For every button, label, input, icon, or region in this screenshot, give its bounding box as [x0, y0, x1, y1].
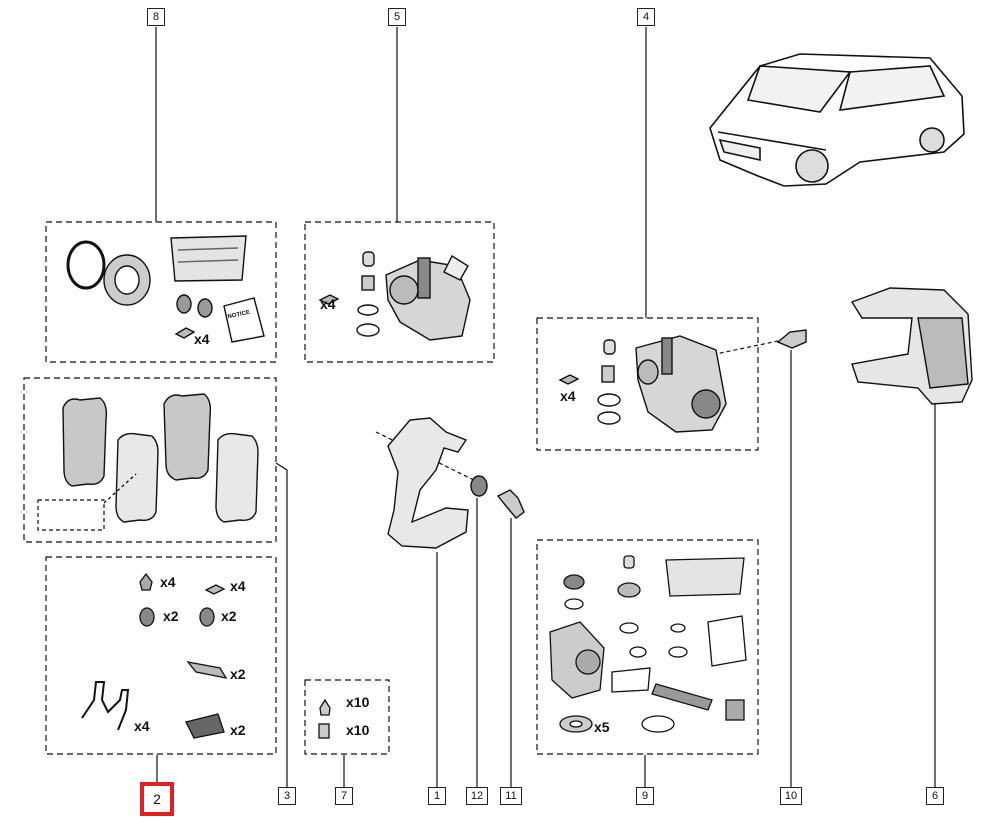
kit2-nut-icon — [139, 572, 153, 591]
kit2-wire-spring-icon — [81, 681, 130, 731]
part-11-bolt — [496, 489, 525, 519]
callout-6[interactable]: 6 — [926, 787, 944, 805]
pad-right-b — [215, 432, 259, 523]
pad-subbox — [37, 499, 105, 531]
pad-right-a — [163, 393, 212, 481]
kit5-spring — [361, 275, 375, 291]
axis-line-2 — [705, 340, 779, 357]
callout-12[interactable]: 12 — [466, 787, 488, 805]
callout-11[interactable]: 11 — [500, 787, 522, 805]
callout-4[interactable]: 4 — [637, 8, 655, 26]
qty-kit2-cap-a: x2 — [163, 608, 179, 624]
qty-kit5-bolts: x4 — [320, 296, 336, 312]
callout-10[interactable]: 10 — [780, 787, 802, 805]
van-illustration — [709, 53, 965, 187]
qty-kit2-pad: x2 — [230, 722, 246, 738]
callout-9[interactable]: 9 — [636, 787, 654, 805]
kit5-parts — [318, 251, 471, 341]
qty-kit2-spring-plate: x2 — [230, 666, 246, 682]
kit-box-7 — [304, 679, 390, 755]
pad-left-b — [115, 432, 159, 523]
kit-box-4 — [536, 317, 759, 451]
kit4-washer-a — [597, 393, 621, 407]
kit2-parts — [81, 572, 228, 739]
kit8-cap-b — [197, 298, 213, 318]
seal-ring — [66, 240, 106, 290]
qty-kit2-nut: x4 — [160, 574, 176, 590]
kit9-grease-sachet — [665, 557, 745, 597]
kit8-cap-a — [176, 294, 192, 314]
notice-booklet — [223, 297, 265, 343]
kit5-bleed-screw — [362, 251, 375, 267]
kit4-spring — [601, 365, 615, 383]
kit9-parts — [549, 555, 747, 733]
kit7-cap-icon — [319, 698, 331, 716]
loose-parts — [387, 287, 973, 549]
kit-box-9 — [536, 539, 759, 755]
qty-kit2-cap-b: x2 — [221, 608, 237, 624]
callout-5[interactable]: 5 — [388, 8, 406, 26]
kit4-parts — [558, 335, 727, 433]
kit3-pads — [62, 393, 259, 523]
callout-1[interactable]: 1 — [428, 787, 446, 805]
qty-kit2-wire-spring: x4 — [134, 718, 150, 734]
grease-sachet — [170, 235, 247, 282]
callout-7[interactable]: 7 — [335, 787, 353, 805]
qty-kit7-sleeve: x10 — [346, 722, 370, 738]
qty-kit2-clip: x4 — [230, 578, 246, 594]
part-12-cap — [470, 475, 488, 497]
kit9-booklet — [707, 615, 747, 667]
kit5-bolt — [318, 294, 340, 305]
callout-8[interactable]: 8 — [147, 8, 165, 26]
kit4-washer-b — [597, 411, 621, 425]
qty-kit7-cap: x10 — [346, 694, 370, 710]
kit-box-3 — [23, 377, 277, 543]
kit9-cap — [563, 574, 585, 590]
pad-left-a — [62, 397, 108, 487]
kit7-parts — [318, 698, 331, 739]
kit2-clip-icon — [204, 584, 226, 595]
kit4-bolt — [558, 374, 580, 385]
callout-3[interactable]: 3 — [278, 787, 296, 805]
qty-kit4-bolts: x4 — [560, 388, 576, 404]
kit5-washer-a — [357, 304, 379, 316]
kit9-guide-pin — [651, 683, 713, 711]
qty-kit9-washer: x5 — [594, 719, 610, 735]
kit-box-2 — [45, 556, 277, 755]
kit2-cap-a-icon — [139, 607, 155, 627]
kit-box-5 — [304, 221, 495, 363]
kit4-bleed-screw — [603, 339, 616, 355]
part-10-bleed-screw — [776, 329, 807, 349]
kit7-sleeve-icon — [318, 723, 330, 739]
kit-box-8 — [45, 221, 277, 363]
kit8-bolt — [174, 327, 196, 339]
kit2-pad-icon — [185, 713, 225, 739]
qty-kit8-bolts: x4 — [194, 331, 210, 347]
leader-3 — [275, 462, 288, 787]
kit2-cap-b-icon — [199, 607, 215, 627]
callout-2[interactable]: 2 — [140, 782, 174, 816]
part-1-caliper-bracket — [387, 417, 469, 549]
kit2-spring-plate-icon — [186, 661, 228, 679]
kit8-parts: NOTICE — [66, 235, 265, 343]
kit5-washer-b — [356, 323, 380, 337]
notice-label: NOTICE — [227, 310, 250, 321]
